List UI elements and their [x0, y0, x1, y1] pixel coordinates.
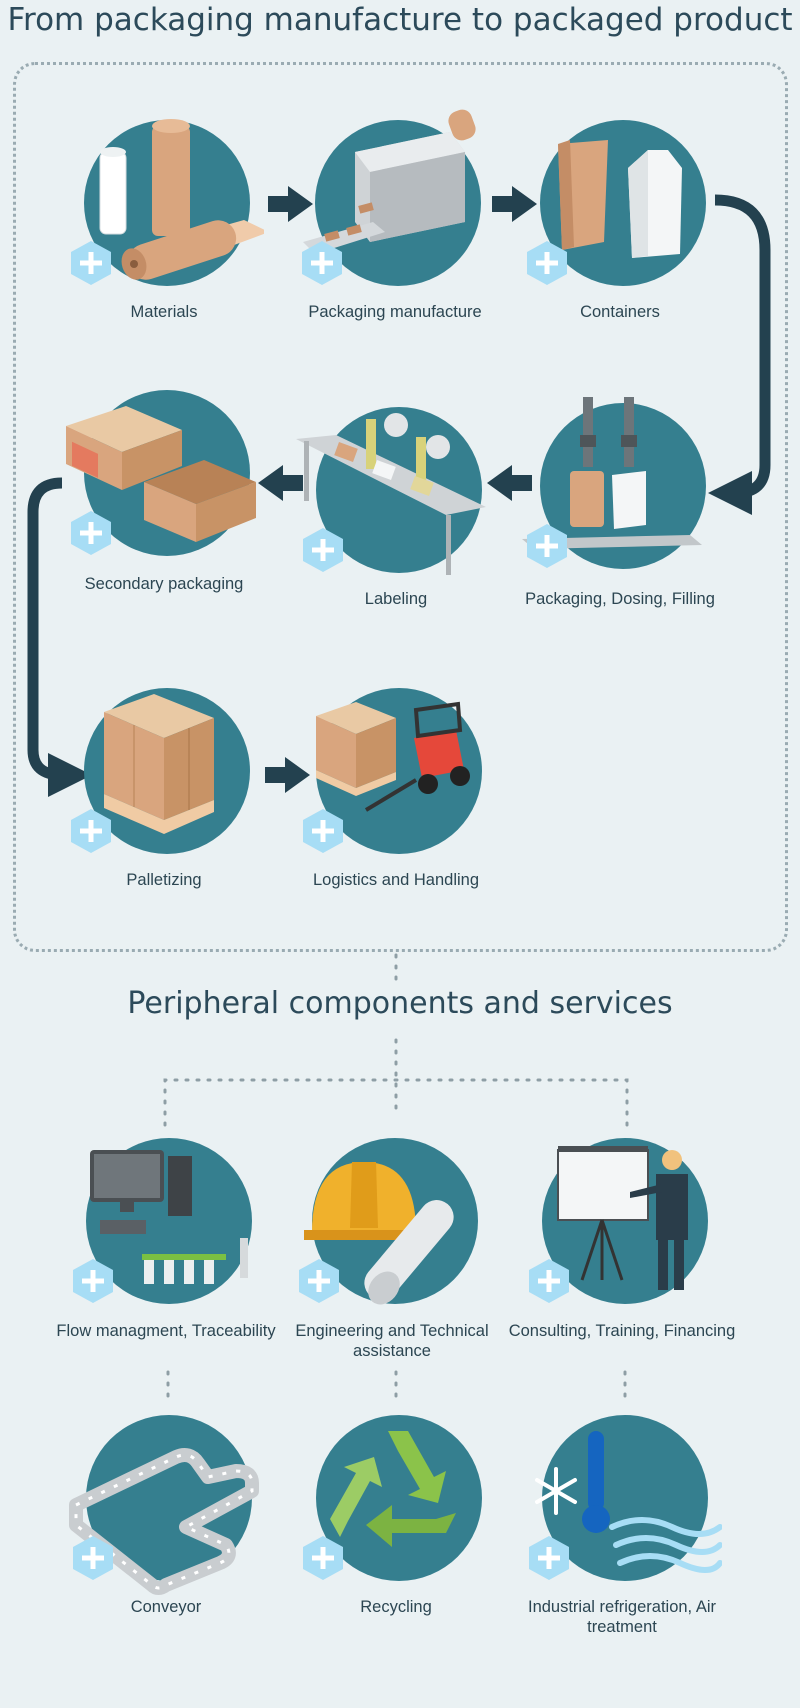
recycling-icon	[330, 1431, 456, 1547]
service-label: Conveyor	[130, 1598, 202, 1616]
step-label: Palletizing	[126, 871, 202, 889]
conveyor-icon	[69, 1448, 259, 1595]
plus-hexagon-icon[interactable]	[524, 240, 570, 286]
plus-hexagon-icon[interactable]	[70, 1258, 116, 1304]
plus-hexagon-icon[interactable]	[299, 240, 345, 286]
plus-hexagon-icon[interactable]	[524, 523, 570, 569]
thermometer-snowflake-icon	[535, 1431, 722, 1573]
step-secondary-packaging[interactable]: Secondary packaging	[64, 390, 256, 605]
service-label: Recycling	[360, 1598, 432, 1616]
pallet-boxes-icon	[104, 694, 214, 834]
plus-hexagon-icon[interactable]	[68, 510, 114, 556]
step-packaging-manufacture[interactable]: Packaging manufacture	[295, 109, 482, 335]
step-dosing-filling[interactable]: Packaging, Dosing, Filling	[520, 397, 715, 618]
step-materials[interactable]: Materials	[64, 119, 264, 335]
plus-hexagon-icon[interactable]	[300, 808, 346, 854]
labeling-conveyor-icon	[296, 413, 486, 575]
step-palletizing[interactable]: Palletizing	[64, 688, 250, 903]
plus-hexagon-icon[interactable]	[526, 1535, 572, 1581]
plus-hexagon-icon[interactable]	[300, 1535, 346, 1581]
main-title: From packaging manufacture to packaged p…	[7, 2, 793, 38]
paper-rolls-icon	[99, 119, 264, 280]
service-recycling[interactable]: Recycling	[296, 1415, 482, 1630]
service-refrigeration[interactable]: Industrial refrigeration, Air treatment	[522, 1415, 722, 1636]
step-label: Packaging, Dosing, Filling	[525, 590, 715, 608]
step-label: Containers	[580, 303, 660, 321]
step-labeling[interactable]: Labeling	[296, 407, 486, 622]
service-label: Flow managment, Traceability	[56, 1322, 276, 1340]
service-conveyor[interactable]: Conveyor	[66, 1415, 259, 1630]
plus-hexagon-icon[interactable]	[296, 1258, 342, 1304]
peripheral-title: Peripheral components and services	[127, 986, 673, 1021]
plus-hexagon-icon[interactable]	[70, 1535, 116, 1581]
step-label: Logistics and Handling	[312, 871, 480, 889]
service-engineering[interactable]: Engineering and Technical assistance	[292, 1138, 489, 1360]
plus-hexagon-icon[interactable]	[68, 240, 114, 286]
computer-icon	[90, 1150, 248, 1284]
step-label: Materials	[130, 303, 198, 321]
hard-hat-icon	[304, 1162, 454, 1305]
plus-hexagon-icon[interactable]	[526, 1258, 572, 1304]
packaging-machine-icon	[303, 109, 476, 254]
cardboard-boxes-icon	[66, 406, 256, 542]
plus-hexagon-icon[interactable]	[300, 527, 346, 573]
service-flow-management[interactable]: Flow managment, Traceability	[56, 1138, 276, 1353]
step-logistics-handling[interactable]: Logistics and Handling	[296, 688, 482, 903]
plus-hexagon-icon[interactable]	[68, 808, 114, 854]
process-flow-frame	[13, 62, 788, 952]
bags-icon	[558, 140, 682, 258]
step-label: Secondary packaging	[84, 575, 244, 593]
step-label: Packaging manufacture	[308, 303, 482, 321]
forklift-icon	[316, 701, 470, 812]
step-containers[interactable]: Containers	[520, 120, 706, 335]
presentation-icon	[557, 1146, 688, 1290]
service-label: Consulting, Training, Financing	[508, 1322, 736, 1340]
step-label: Labeling	[364, 590, 428, 608]
service-label: Industrial refrigeration, Air treatment	[527, 1598, 716, 1636]
service-consulting[interactable]: Consulting, Training, Financing	[509, 1138, 735, 1353]
service-label: Engineering and Technical assistance	[295, 1322, 489, 1360]
